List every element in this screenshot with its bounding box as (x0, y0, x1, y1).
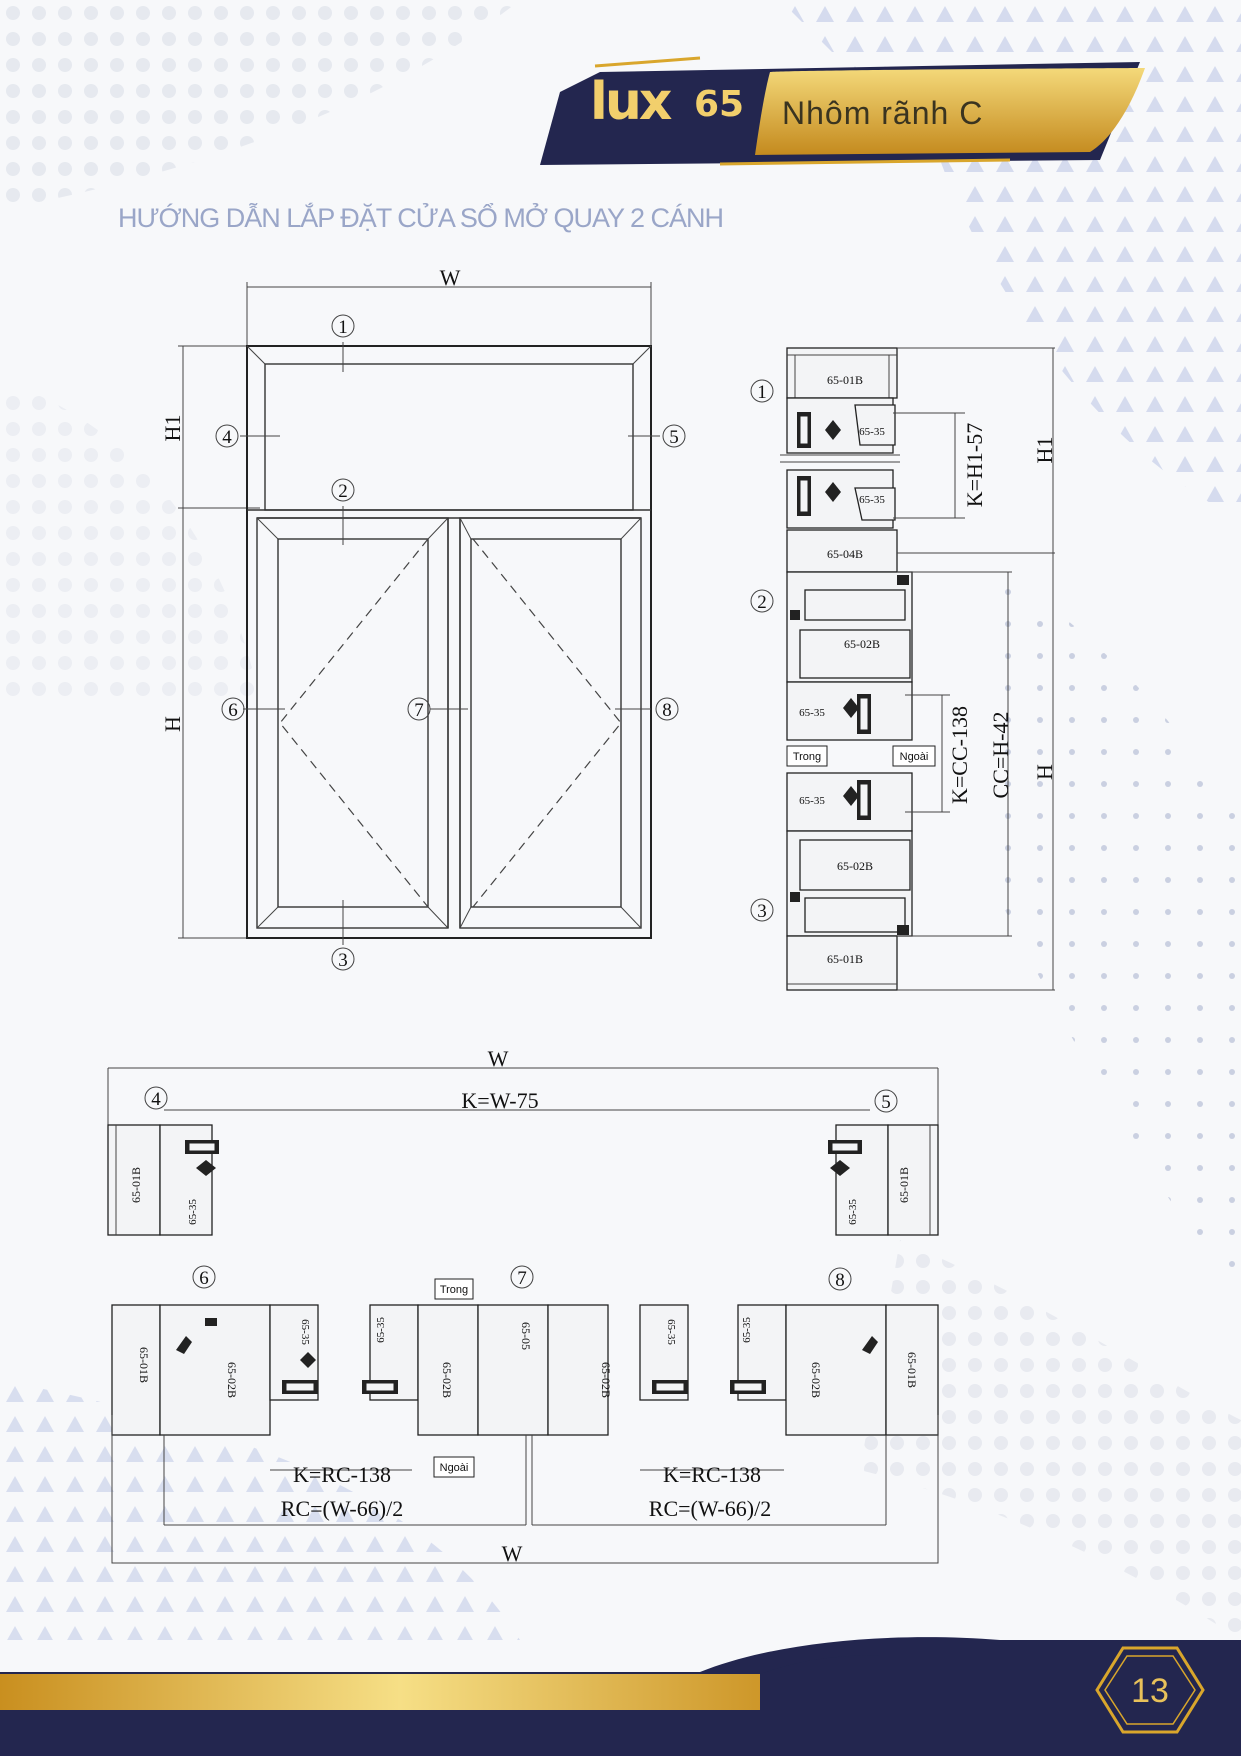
htop-left-frame: 65-01B (129, 1167, 143, 1203)
hbot-outside-label: Ngoài (440, 1462, 469, 1474)
htop-right-bead: 65-35 (847, 1199, 859, 1225)
svg-text:1: 1 (757, 382, 767, 403)
hbot-bead-1: 65-35 (299, 1319, 311, 1345)
vsec-profile-transom: 65-04B (827, 547, 863, 561)
brand-name: lux (590, 72, 672, 132)
header-banner (540, 56, 1145, 166)
htop-marker-4: 4 (144, 1086, 168, 1110)
vsec-inside-label: Trong (793, 751, 821, 763)
hbot-bead-3: 65-35 (665, 1319, 677, 1345)
hbot-rc-left: RC=(W-66)/2 (281, 1496, 403, 1521)
svg-text:4: 4 (151, 1089, 161, 1110)
hbot-k-left: K=RC-138 (293, 1462, 391, 1487)
page-title: HƯỚNG DẪN LẮP ĐẶT CỬA SỔ MỞ QUAY 2 CÁNH (118, 203, 724, 233)
svg-text:7: 7 (414, 700, 424, 721)
htop-right-frame: 65-01B (897, 1167, 911, 1203)
vsec-profile-sash-a: 65-02B (844, 637, 880, 651)
elevation-marker-6: 6 (221, 697, 245, 721)
hbot-bead-2: 65-35 (375, 1317, 387, 1343)
hbot-inside-label: Trong (440, 1284, 468, 1296)
svg-text:5: 5 (881, 1092, 891, 1113)
banner-subtitle: Nhôm rãnh C (782, 95, 984, 131)
vsec-profile-bead-c: 65-35 (799, 707, 825, 719)
elevation-marker-2: 2 (331, 478, 355, 502)
htop-dim-w: W (488, 1046, 509, 1071)
vsec-marker-1: 1 (750, 379, 774, 403)
elevation-marker-3: 3 (331, 947, 355, 971)
hbot-bead-4: 65-35 (741, 1317, 753, 1343)
vsec-k-mid: K=CC-138 (947, 706, 972, 804)
vsec-cc: CC=H-42 (988, 712, 1013, 799)
hbot-sash-4: 65-02B (809, 1362, 823, 1398)
elevation-dim-h: H (160, 716, 185, 732)
hbot-rc-right: RC=(W-66)/2 (649, 1496, 771, 1521)
vsec-outside-label: Ngoài (900, 751, 929, 763)
hbot-sash-3: 65-02B (599, 1362, 613, 1398)
hbot-mullion: 65-05 (519, 1322, 533, 1350)
hbot-sash-1: 65-02B (225, 1362, 239, 1398)
elevation-marker-5: 5 (662, 424, 686, 448)
svg-text:2: 2 (757, 592, 767, 613)
svg-text:5: 5 (669, 427, 679, 448)
elevation-dim-h1: H1 (160, 415, 185, 442)
elevation-marker-4: 4 (215, 424, 239, 448)
vsec-profile-bead-a: 65-35 (859, 426, 885, 438)
brand-logo: lux 65 (590, 72, 760, 148)
htop-marker-5: 5 (874, 1089, 898, 1113)
svg-text:6: 6 (199, 1268, 209, 1289)
vsec-profile-bead-b: 65-35 (859, 494, 885, 506)
svg-text:6: 6 (228, 700, 238, 721)
hbot-dim-w: W (502, 1541, 523, 1566)
vsec-profile-sash-b: 65-02B (837, 859, 873, 873)
hbot-marker-8: 8 (828, 1267, 852, 1291)
vsec-dim-h1: H1 (1032, 437, 1057, 464)
svg-text:4: 4 (222, 427, 232, 448)
hbot-k-right: K=RC-138 (663, 1462, 761, 1487)
svg-text:2: 2 (338, 481, 348, 502)
vsec-k-top: K=H1-57 (962, 423, 987, 508)
svg-text:8: 8 (835, 1270, 845, 1291)
htop-left-bead: 65-35 (187, 1199, 199, 1225)
hbot-marker-6: 6 (192, 1265, 216, 1289)
htop-k: K=W-75 (461, 1088, 538, 1113)
elevation-marker-1: 1 (331, 314, 355, 338)
page-number: 13 (1131, 1672, 1169, 1710)
hbot-sash-2: 65-02B (440, 1362, 454, 1398)
svg-text:8: 8 (662, 700, 672, 721)
svg-text:1: 1 (338, 317, 348, 338)
elevation-marker-7: 7 (407, 697, 431, 721)
svg-text:3: 3 (757, 901, 767, 922)
vsec-profile-top-frame: 65-01B (827, 373, 863, 387)
elevation-dim-w: W (440, 265, 461, 290)
vsec-marker-2: 2 (750, 589, 774, 613)
svg-text:3: 3 (338, 950, 348, 971)
vsec-dim-h: H (1032, 764, 1057, 780)
page-number-badge: 13 (1095, 1646, 1205, 1734)
hbot-left-frame: 65-01B (137, 1347, 151, 1383)
hbot-right-frame: 65-01B (905, 1352, 919, 1388)
brand-model: 65 (694, 84, 745, 125)
vsec-profile-bottom-frame: 65-01B (827, 952, 863, 966)
vsec-profile-bead-d: 65-35 (799, 795, 825, 807)
elevation-marker-8: 8 (655, 697, 679, 721)
hbot-marker-7: 7 (510, 1265, 534, 1289)
svg-text:7: 7 (517, 1268, 527, 1289)
vsec-marker-3: 3 (750, 898, 774, 922)
